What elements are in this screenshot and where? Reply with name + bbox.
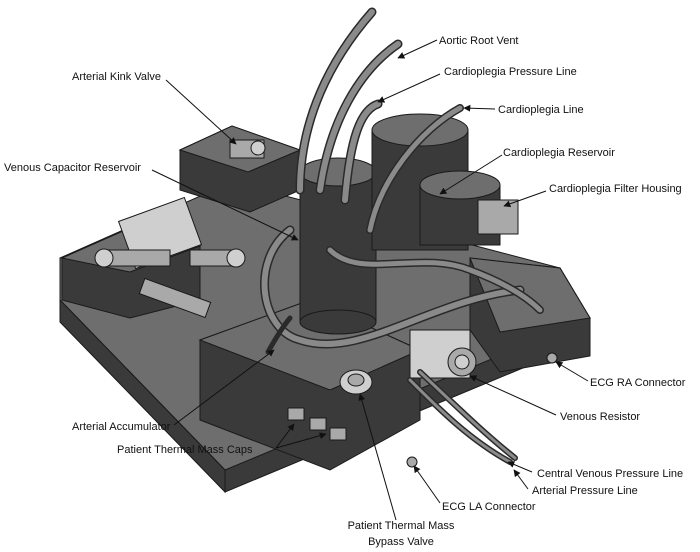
- tubing: [260, 7, 544, 465]
- accumulator-pipe-2: [138, 277, 212, 319]
- right-block-top: [469, 257, 591, 333]
- label-bypass-valve-line1: Patient Thermal Mass: [348, 520, 455, 532]
- ecg-la-port: [406, 456, 418, 468]
- leader-arterial-pressure-line: [513, 469, 529, 490]
- leader-thermal-caps-2: [275, 432, 327, 449]
- leader-bypass-valve: [358, 393, 397, 521]
- label-cardioplegia-pressure-line: Cardioplegia Pressure Line: [444, 66, 577, 78]
- venous-resistor-knob-cap: [454, 354, 470, 370]
- leader-cardioplegia-filter-housing: [503, 190, 547, 208]
- label-cardioplegia-line: Cardioplegia Line: [498, 104, 584, 116]
- cardioplegia-reservoir-top: [419, 170, 501, 200]
- leader-venous-capacitor-reservoir: [151, 169, 299, 241]
- leader-arterial-kink-valve: [165, 79, 237, 145]
- label-cardioplegia-reservoir: Cardioplegia Reservoir: [503, 147, 615, 159]
- thermal-cap-2: [309, 417, 327, 431]
- device-illustration: [59, 7, 591, 494]
- label-arterial-pressure-line: Arterial Pressure Line: [532, 485, 638, 497]
- label-central-venous-pressure-line: Central Venous Pressure Line: [537, 468, 683, 480]
- leader-lines: [151, 39, 589, 521]
- label-ecg-la-connector: ECG LA Connector: [442, 501, 536, 513]
- label-patient-thermal-mass-caps: Patient Thermal Mass Caps: [117, 444, 253, 456]
- kink-valve-knob: [250, 140, 266, 156]
- leader-venous-resistor: [469, 375, 557, 416]
- leader-aortic-root-vent: [397, 39, 438, 59]
- label-venous-resistor: Venous Resistor: [560, 411, 640, 423]
- venous-capacitor-cylinder: [299, 171, 377, 323]
- venous-capacitor-bottom: [299, 309, 377, 335]
- leader-arterial-accumulator: [173, 349, 275, 426]
- label-arterial-kink-valve: Arterial Kink Valve: [72, 71, 161, 83]
- thermal-cap-1: [287, 407, 305, 421]
- venous-capacitor-top: [299, 157, 377, 187]
- label-venous-capacitor-reservoir: Venous Capacitor Reservoir: [4, 162, 141, 174]
- filter-housing: [477, 199, 519, 235]
- label-cardioplegia-filter-housing: Cardioplegia Filter Housing: [549, 183, 682, 195]
- thermal-cap-3: [329, 427, 347, 441]
- label-arterial-accumulator: Arterial Accumulator: [72, 421, 171, 433]
- ecg-ra-port: [546, 352, 558, 364]
- leader-thermal-caps-1: [275, 423, 295, 449]
- pipe-cap-1: [94, 248, 114, 268]
- leader-central-venous-pressure-line: [507, 461, 533, 473]
- label-bypass-valve-line2: Bypass Valve: [368, 536, 434, 548]
- leader-ecg-la-connector: [413, 465, 441, 504]
- leader-cardioplegia-pressure-line: [377, 73, 441, 103]
- pipe-cap-2: [226, 248, 246, 268]
- label-aortic-root-vent: Aortic Root Vent: [439, 35, 519, 47]
- leader-cardioplegia-reservoir: [439, 154, 503, 195]
- leader-cardioplegia-line: [463, 104, 496, 112]
- leader-ecg-ra-connector: [555, 361, 589, 382]
- label-ecg-ra-connector: ECG RA Connector: [590, 377, 686, 389]
- labels: Aortic Root Vent Cardioplegia Pressure L…: [4, 35, 686, 548]
- bypass-valve-center: [347, 373, 365, 387]
